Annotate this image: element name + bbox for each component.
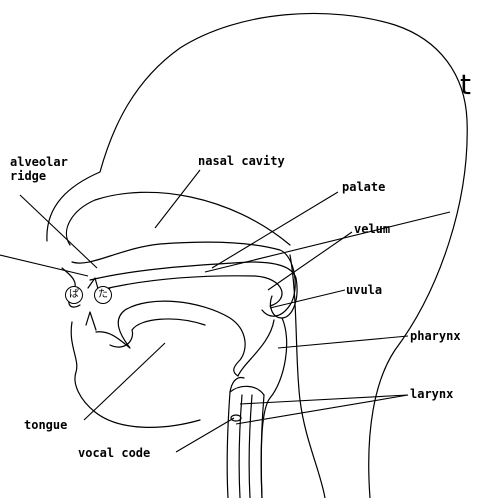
larynx-mid-2 [249,395,252,498]
label-nasal-cavity: nasal cavity [198,154,285,168]
label-uvula: uvula [346,283,382,297]
label-velum: velum [354,222,390,236]
label-tongue: tongue [24,418,67,432]
nasal-cavity-floor [72,242,295,316]
reference-line [0,255,88,276]
nose-outline [66,192,290,245]
leader-vocal-code [176,418,234,452]
partial-title: t [460,70,471,100]
tongue-outline [96,301,245,376]
leader-velum [268,232,352,290]
chin-outline [71,322,200,427]
marker-ta: た [94,286,112,304]
larynx-mid-1 [239,395,242,498]
label-vocal-code: vocal code [78,446,150,460]
leader-palate [212,192,338,268]
label-pharynx: pharynx [410,329,461,343]
larynx-top-cap [230,386,264,395]
label-larynx: larynx [410,387,453,401]
marker-pa: ぱ [65,286,83,304]
label-palate: palate [342,180,385,194]
reference-line-2 [205,212,450,272]
velum-outline [100,276,282,306]
larynx-back [261,395,264,498]
lower-teeth [86,312,96,330]
palate-outline [90,262,297,318]
pharynx-back-wall [261,318,286,498]
leader-nasal-cavity [155,170,200,228]
leader-pharynx [278,336,408,348]
label-alveolar-ridge: alveolar ridge [10,155,68,183]
vocal-code-mark [231,415,241,421]
pharynx-front-wall [238,320,274,376]
leader-tongue [84,343,165,420]
leader-uvula [270,290,345,308]
leader-alveolar-ridge [20,195,97,268]
